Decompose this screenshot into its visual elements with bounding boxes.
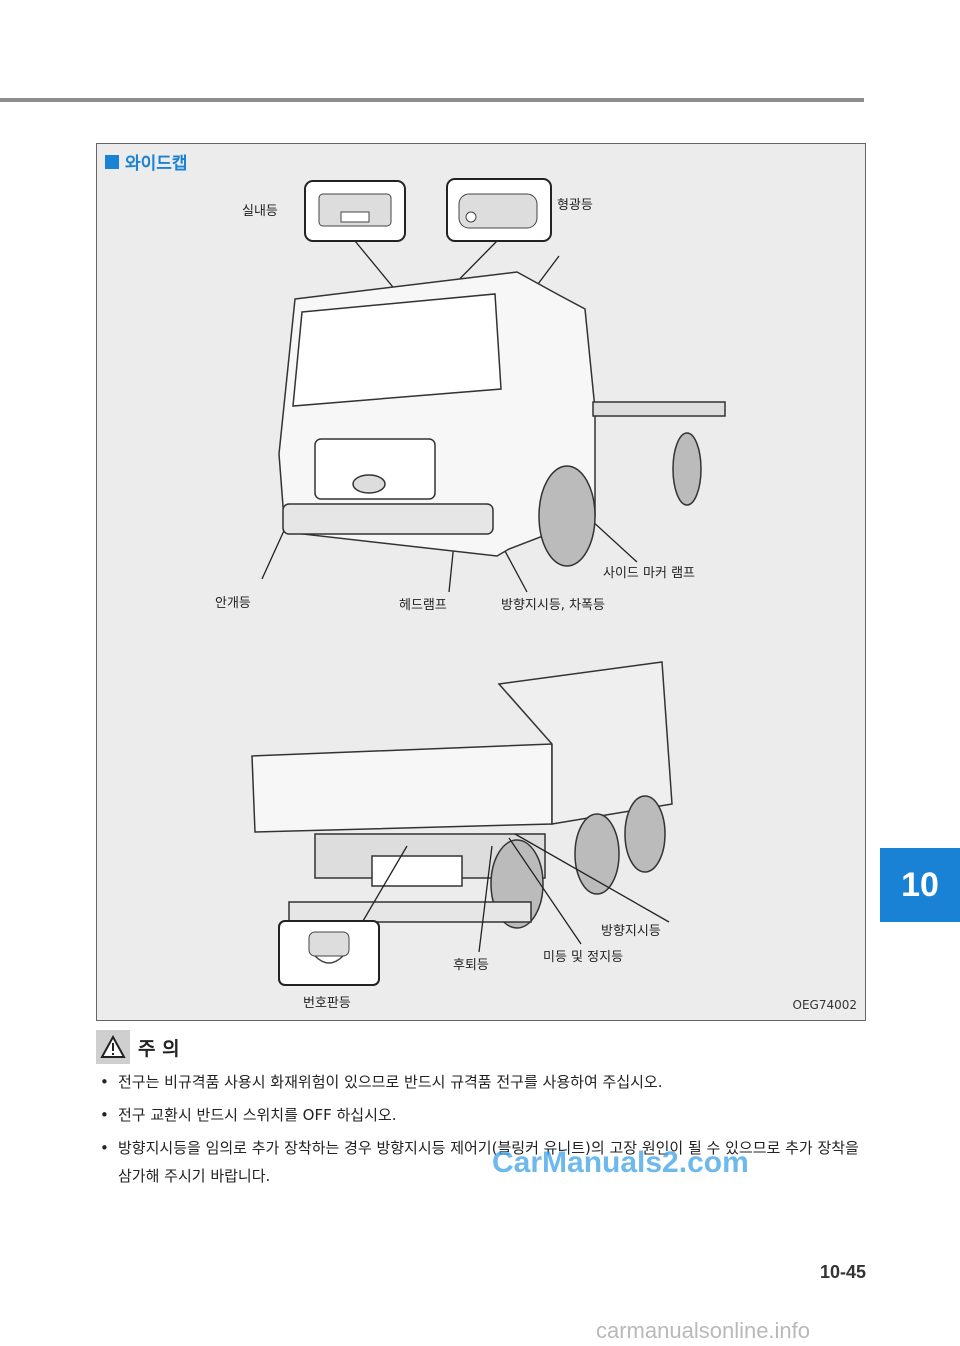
label-license-plate: 번호판등 <box>303 996 351 1011</box>
caution-list: 전구는 비규격품 사용시 화재위험이 있으므로 반드시 규격품 전구를 사용하여… <box>96 1068 876 1195</box>
watermark-carmanualsonline: carmanualsonline.info <box>596 1318 811 1343</box>
label-fog-light: 안개등 <box>215 596 251 611</box>
rear-truck <box>251 661 673 929</box>
interior-light-inset <box>304 180 406 242</box>
fluorescent-light-inset <box>446 178 552 242</box>
top-rule <box>0 98 864 102</box>
warning-triangle-icon <box>96 1030 130 1064</box>
label-reverse-light: 후퇴등 <box>453 958 489 973</box>
label-headlamp: 헤드램프 <box>399 598 447 613</box>
label-interior-light: 실내등 <box>242 204 278 219</box>
label-rear-turn-signal: 방향지시등 <box>601 924 661 939</box>
caution-title: 주 의 <box>138 1037 180 1060</box>
license-plate-inset <box>278 920 380 986</box>
caution-item: 전구 교환시 반드시 스위치를 OFF 하십시오. <box>96 1101 876 1129</box>
figure-code: OEG74002 <box>792 998 858 1012</box>
truck-illustration <box>251 178 726 986</box>
section-square-icon <box>105 154 119 169</box>
front-truck <box>278 271 726 567</box>
figure-box: 와이드캡 실내등 형광등 사이드 마커 램프 안개등 헤드램프 방향지시등, 차… <box>96 143 866 1021</box>
caution-header: 주 의 <box>96 1030 180 1064</box>
section-header: 와이드캡 <box>105 149 188 174</box>
section-title: 와이드캡 <box>125 154 188 174</box>
page-number: 10-45 <box>819 1262 866 1282</box>
label-tail-stop: 미등 및 정지등 <box>543 950 624 965</box>
label-fluorescent-light: 형광등 <box>557 198 593 213</box>
chapter-number: 10 <box>901 865 939 904</box>
caution-item: 전구는 비규격품 사용시 화재위험이 있으므로 반드시 규격품 전구를 사용하여… <box>96 1068 876 1096</box>
leader-lines-bottom <box>362 833 670 953</box>
watermark-carmanuals2: CarManuals2.com <box>492 1146 749 1179</box>
caution-item: 방향지시등을 임의로 추가 장착하는 경우 방향지시등 제어기(블링커 유니트)… <box>96 1134 876 1190</box>
chapter-tab: 10 <box>880 848 960 922</box>
label-turn-signal-width: 방향지시등, 차폭등 <box>501 598 605 613</box>
label-side-marker: 사이드 마커 램프 <box>603 566 695 581</box>
